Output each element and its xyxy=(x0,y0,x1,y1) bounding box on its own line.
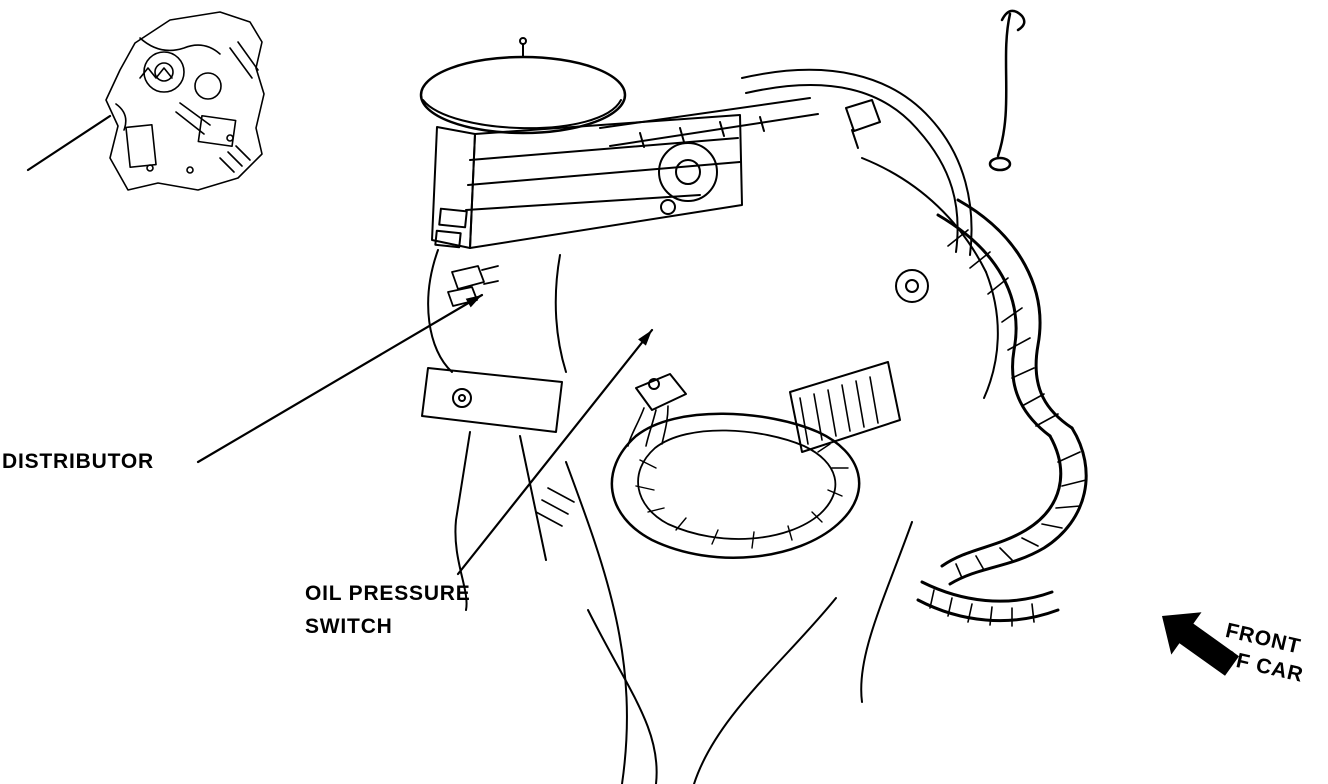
oil-pressure-switch-label-line2: SWITCH xyxy=(305,615,393,638)
main-engine-illustration xyxy=(419,9,1088,784)
engine-thumbnail xyxy=(105,11,265,191)
front-of-car-arrow xyxy=(1162,612,1239,676)
air-cleaner xyxy=(419,37,627,135)
distributor-leader-line xyxy=(196,293,484,464)
hose-bottom-right xyxy=(916,580,1060,627)
heater-hose-lower xyxy=(940,426,1088,586)
vacuum-hoses xyxy=(741,68,973,256)
oil-pressure-switch xyxy=(627,373,687,447)
dipstick xyxy=(988,9,1026,172)
valve-cover xyxy=(599,97,819,148)
oil-pressure-switch-label: OIL PRESSURE SWITCH xyxy=(305,577,471,643)
wiring-harness-loop xyxy=(610,412,861,559)
oil-pressure-switch-arrowhead xyxy=(638,330,652,346)
distributor-arrowhead xyxy=(465,295,482,308)
oil-pressure-switch-label-line1: OIL PRESSURE xyxy=(305,582,471,605)
ribbed-module xyxy=(789,361,901,453)
engine-bracket xyxy=(421,249,567,611)
engine-lower-contours xyxy=(535,461,913,784)
water-neck-boss xyxy=(658,142,718,215)
engine-right-contour xyxy=(845,99,999,399)
thumbnail-leader-line xyxy=(26,114,112,172)
oil-pressure-switch-leader-line xyxy=(456,328,654,576)
distributor-label: DISTRIBUTOR xyxy=(2,450,154,473)
